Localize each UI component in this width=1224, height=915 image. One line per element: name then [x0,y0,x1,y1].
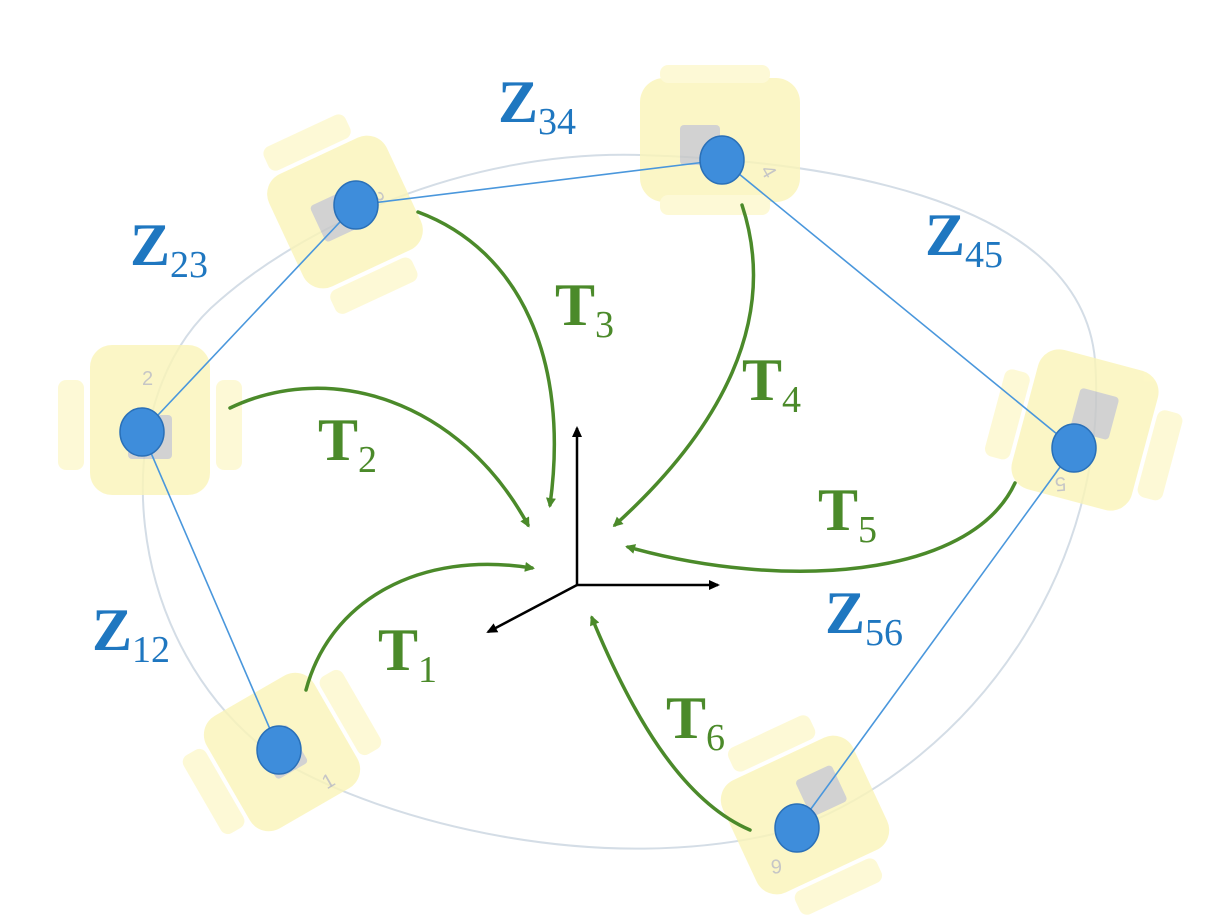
label-t6: T6 [666,685,725,759]
world-frame [486,426,720,634]
node-3 [333,180,379,230]
robot-6-number: 6 [770,854,783,877]
graph-nodes [119,135,1097,853]
edge-45 [721,159,1075,449]
node-5 [1051,423,1097,473]
frame-axis-diag [486,583,578,634]
robot-5-number: 5 [1054,472,1067,495]
edge-56 [796,447,1075,829]
label-t1: T1 [378,617,437,691]
robot-4-body: 4 [640,65,800,215]
node-2 [119,407,165,457]
arrow-t3 [416,210,557,508]
label-z56: Z56 [825,580,903,654]
label-z12: Z12 [92,597,170,671]
edge-23 [141,204,357,433]
edge-12 [141,431,280,751]
label-t4: T4 [742,347,801,421]
label-z34: Z34 [498,69,576,143]
arrow-t2 [228,386,530,528]
arrow-t4 [612,203,756,528]
label-z23: Z23 [130,212,208,286]
robot-2-number: 2 [142,368,153,390]
label-t2: T2 [318,407,377,481]
node-6 [774,803,820,853]
edge-34 [355,159,723,206]
label-z45: Z45 [925,202,1003,276]
arrow-t6 [590,615,752,832]
graph-edges [141,159,1075,829]
node-4 [699,135,745,185]
transform-arrows [228,203,1017,832]
label-t3: T3 [555,272,614,346]
arrow-t1 [304,561,535,692]
node-1 [256,725,302,775]
label-t5: T5 [818,477,877,551]
arrow-t5 [625,481,1017,573]
